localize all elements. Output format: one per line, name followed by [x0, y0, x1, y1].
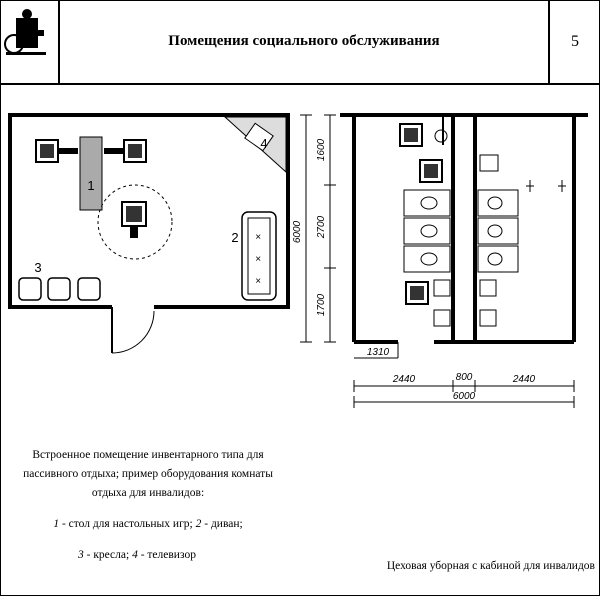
toilet	[434, 129, 448, 143]
dim-2440-right: 2440	[512, 374, 536, 385]
svg-text:×: ×	[255, 254, 261, 265]
left-caption: Встроенное помещение инвентарного типа д…	[8, 446, 288, 565]
svg-text:×: ×	[255, 232, 261, 243]
label-4: 4	[260, 136, 267, 151]
legend-line-1: 1 - стол для настольных игр; 2 - диван;	[8, 515, 288, 534]
legend-text-3: - кресла;	[83, 549, 133, 561]
sinks	[433, 154, 499, 327]
wheelchair-user	[104, 139, 147, 163]
toilet-plan: 1600 2700 1700	[316, 113, 588, 408]
dim-2440-left: 2440	[392, 374, 416, 385]
game-table	[79, 136, 103, 211]
legend-text-1: - стол для настольных игр;	[59, 518, 196, 530]
rest-room-plan: × × × 1 2 3 4 6000	[8, 113, 312, 354]
toilet-stalls-right	[477, 189, 519, 273]
dim-800: 800	[456, 372, 473, 383]
wheelchair-user	[405, 281, 429, 305]
dim-6000: 6000	[292, 220, 303, 243]
legend-text-2: - диван;	[201, 518, 243, 530]
page-title: Помещения социального обслуживания	[168, 33, 440, 49]
tv	[244, 122, 274, 152]
wheelchair-person-icon	[4, 9, 46, 55]
wheelchair-user	[419, 159, 443, 183]
toilet-stalls-left	[403, 189, 451, 273]
legend-num-3: 3	[78, 549, 84, 561]
right-caption: Цеховая уборная с кабиной для инвалидов	[386, 560, 595, 572]
legend-text-4: - телевизор	[137, 549, 196, 561]
logo-cell	[0, 0, 60, 85]
label-3: 3	[34, 260, 41, 275]
legend-num-4: 4	[132, 549, 138, 561]
dim-1600: 1600	[316, 138, 327, 161]
armchairs	[18, 277, 101, 301]
legend-num-2: 2	[195, 518, 202, 530]
dim-1700: 1700	[316, 293, 327, 316]
dim-1310: 1310	[367, 347, 390, 358]
page-number-cell: 5	[550, 0, 600, 85]
legend-num-1: 1	[53, 518, 60, 530]
legend-line-2: 3 - кресла; 4 - телевизор	[8, 546, 288, 565]
dim-2700: 2700	[316, 215, 327, 239]
label-1: 1	[87, 178, 94, 193]
turning-circle	[97, 184, 173, 260]
title-cell: Помещения социального обслуживания	[60, 0, 550, 85]
dim-6000-total: 6000	[453, 391, 476, 402]
label-2: 2	[231, 230, 238, 245]
left-description: Встроенное помещение инвентарного типа д…	[23, 449, 273, 499]
header: Помещения социального обслуживания 5	[0, 0, 600, 85]
sofa	[241, 211, 277, 301]
page-number: 5	[571, 32, 579, 50]
wheelchair-user	[35, 139, 78, 163]
door-swing	[111, 310, 155, 354]
wheelchair-user	[399, 123, 423, 147]
wheelchair-user	[121, 201, 147, 238]
svg-text:×: ×	[255, 276, 261, 287]
